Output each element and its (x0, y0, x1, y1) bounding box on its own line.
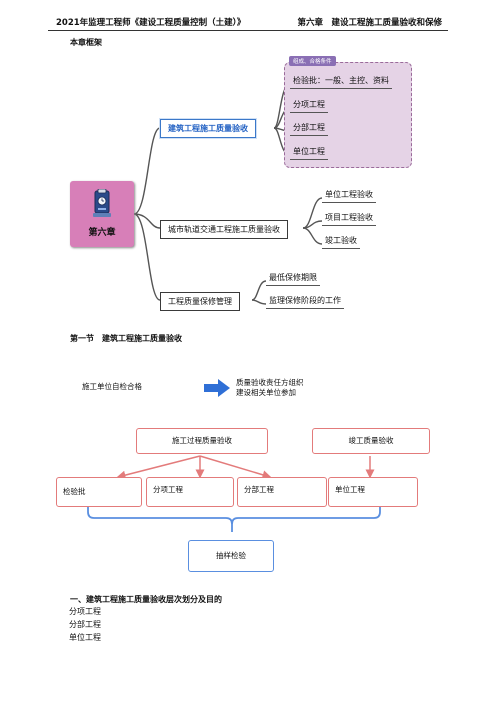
flow-responsible-line1: 质量验收责任方组织 (236, 378, 304, 387)
list-item-sub-division: 分部工程 (69, 620, 101, 629)
node-inspection-lot[interactable]: 检验批：一般、主控、资料 (290, 75, 392, 89)
process-acceptance-box[interactable]: 施工过程质量验收 (136, 428, 268, 454)
inspection-lot-box[interactable]: 检验批 (56, 477, 142, 507)
node-unit-project-acceptance[interactable]: 单位工程验收 (322, 189, 376, 203)
right-arrow-icon (204, 379, 230, 397)
document-stamp-icon (93, 189, 111, 217)
header-chapter-title: 第六章 建设工程施工质量验收和保修 (297, 18, 442, 28)
branch-rail-transit-acceptance[interactable]: 城市轨道交通工程施工质量验收 (160, 220, 288, 239)
mindmap-center-node: 第六章 (70, 181, 134, 247)
list-item-unit-project: 单位工程 (69, 633, 101, 642)
node-project-acceptance[interactable]: 项目工程验收 (322, 212, 376, 226)
completion-acceptance-box[interactable]: 竣工质量验收 (312, 428, 430, 454)
branch1-tag: 组成、合格条件 (289, 56, 336, 66)
node-sub-division[interactable]: 分部工程 (290, 122, 328, 136)
flow-responsible-text: 质量验收责任方组织 建设相关单位参加 (236, 378, 304, 398)
node-completion-acceptance[interactable]: 竣工验收 (322, 235, 360, 249)
header-book-title: 2021年监理工程师《建设工程质量控制（土建）》 (56, 18, 246, 28)
running-header: 2021年监理工程师《建设工程质量控制（土建）》 第六章 建设工程施工质量验收和… (48, 12, 448, 31)
center-label: 第六章 (88, 228, 116, 238)
node-minimum-warranty[interactable]: 最低保修期限 (266, 272, 320, 286)
section-heading-1: 一、建筑工程施工质量验收层次划分及目的 (70, 595, 222, 604)
unit-project-box[interactable]: 单位工程 (328, 477, 418, 507)
list-item-sub-item: 分项工程 (69, 607, 101, 616)
sampling-inspection-box[interactable]: 抽样检验 (188, 540, 274, 572)
branch-warranty-management[interactable]: 工程质量保修管理 (160, 292, 240, 311)
branch-construction-acceptance[interactable]: 建筑工程施工质量验收 (160, 119, 256, 138)
flow-responsible-line2: 建设相关单位参加 (236, 388, 296, 397)
framework-title: 本章框架 (70, 38, 102, 47)
sub-division-box[interactable]: 分部工程 (237, 477, 327, 507)
flow-connectors (87, 455, 381, 532)
flow-self-check-text: 施工单位自检合格 (82, 382, 142, 391)
section1-title: 第一节 建筑工程施工质量验收 (70, 334, 182, 343)
mindmap-connectors (133, 83, 323, 305)
sub-item-box[interactable]: 分项工程 (146, 477, 234, 507)
node-unit-project[interactable]: 单位工程 (290, 146, 328, 160)
node-sub-item[interactable]: 分项工程 (290, 99, 328, 113)
node-supervision-warranty-work[interactable]: 监理保修阶段的工作 (266, 295, 344, 309)
branch1-children-group (284, 62, 412, 168)
